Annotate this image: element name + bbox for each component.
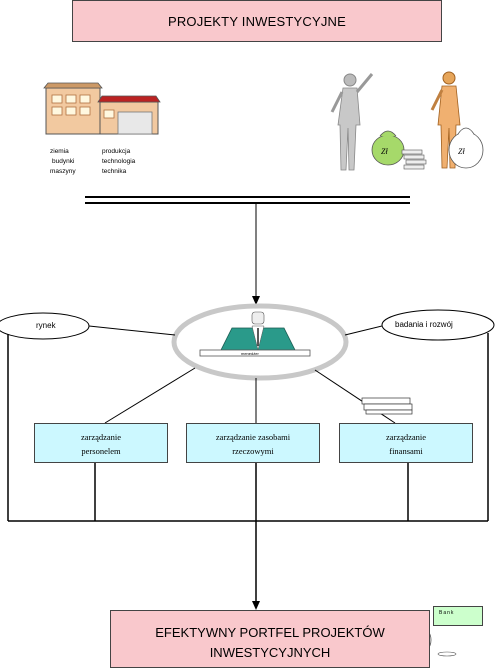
asset-item: ziemia bbox=[50, 148, 69, 155]
buildings-icon bbox=[43, 82, 161, 135]
line-rynek-manager bbox=[88, 325, 176, 336]
arrowhead-footer bbox=[252, 601, 260, 610]
rynek-label: rynek bbox=[36, 321, 56, 330]
department-line2: rzeczowymi bbox=[232, 446, 274, 456]
banknotes-icon bbox=[361, 397, 413, 415]
department-finance: zarządzanie finansami bbox=[339, 423, 473, 463]
assets-left-list: ziemia budynki maszyny bbox=[50, 147, 76, 177]
manager-oval bbox=[171, 303, 349, 381]
department-line2: finansami bbox=[389, 446, 423, 456]
department-line1: zarządzanie zasobami bbox=[215, 432, 291, 442]
asset-item: budynki bbox=[52, 158, 75, 165]
department-resources: zarządzanie zasobami rzeczowymi bbox=[186, 423, 320, 463]
footer-box: EFEKTYWNY PORTFEL PROJEKTÓW INWESTYCYJNY… bbox=[110, 610, 430, 668]
line-to-finance bbox=[314, 369, 396, 424]
page-title: PROJEKTY INWESTYCYJNE bbox=[167, 14, 347, 29]
title-box: PROJEKTY INWESTYCYJNE bbox=[72, 0, 442, 42]
money-bag-icon: Zł bbox=[371, 130, 405, 166]
footer-line1: EFEKTYWNY PORTFEL PROJEKTÓW bbox=[155, 625, 385, 640]
line-to-personnel bbox=[104, 367, 196, 424]
badania-oval bbox=[381, 309, 495, 341]
bank-box: Bank bbox=[433, 606, 483, 626]
asset-item: maszyny bbox=[50, 168, 76, 175]
department-line1: zarządzanie bbox=[385, 432, 427, 442]
manager-label: menedżer bbox=[241, 351, 259, 356]
money-label-2: Zł bbox=[458, 147, 465, 156]
department-line2: personelem bbox=[81, 446, 121, 456]
money-bag-large-icon: Zł bbox=[448, 127, 484, 169]
asset-item: technika bbox=[102, 168, 127, 175]
asset-item: produkcja bbox=[102, 148, 131, 155]
badania-label: badania i rozwój bbox=[395, 320, 453, 329]
manager-icon: menedżer bbox=[199, 311, 311, 357]
department-line1: zarządzanie bbox=[80, 432, 122, 442]
investor-left-icon bbox=[330, 73, 374, 171]
bank-label: Bank bbox=[439, 610, 455, 616]
money-label: Zł bbox=[381, 147, 388, 156]
banknotes-stack-icon bbox=[401, 149, 427, 170]
footer-line2: INWESTYCYJNYCH bbox=[209, 645, 331, 660]
asset-item: technologia bbox=[102, 158, 136, 165]
arrowhead-manager bbox=[252, 296, 260, 305]
line-manager-badania bbox=[344, 325, 383, 336]
assets-right-list: produkcja technologia technika bbox=[102, 147, 135, 177]
department-personnel: zarządzanie personelem bbox=[34, 423, 168, 463]
